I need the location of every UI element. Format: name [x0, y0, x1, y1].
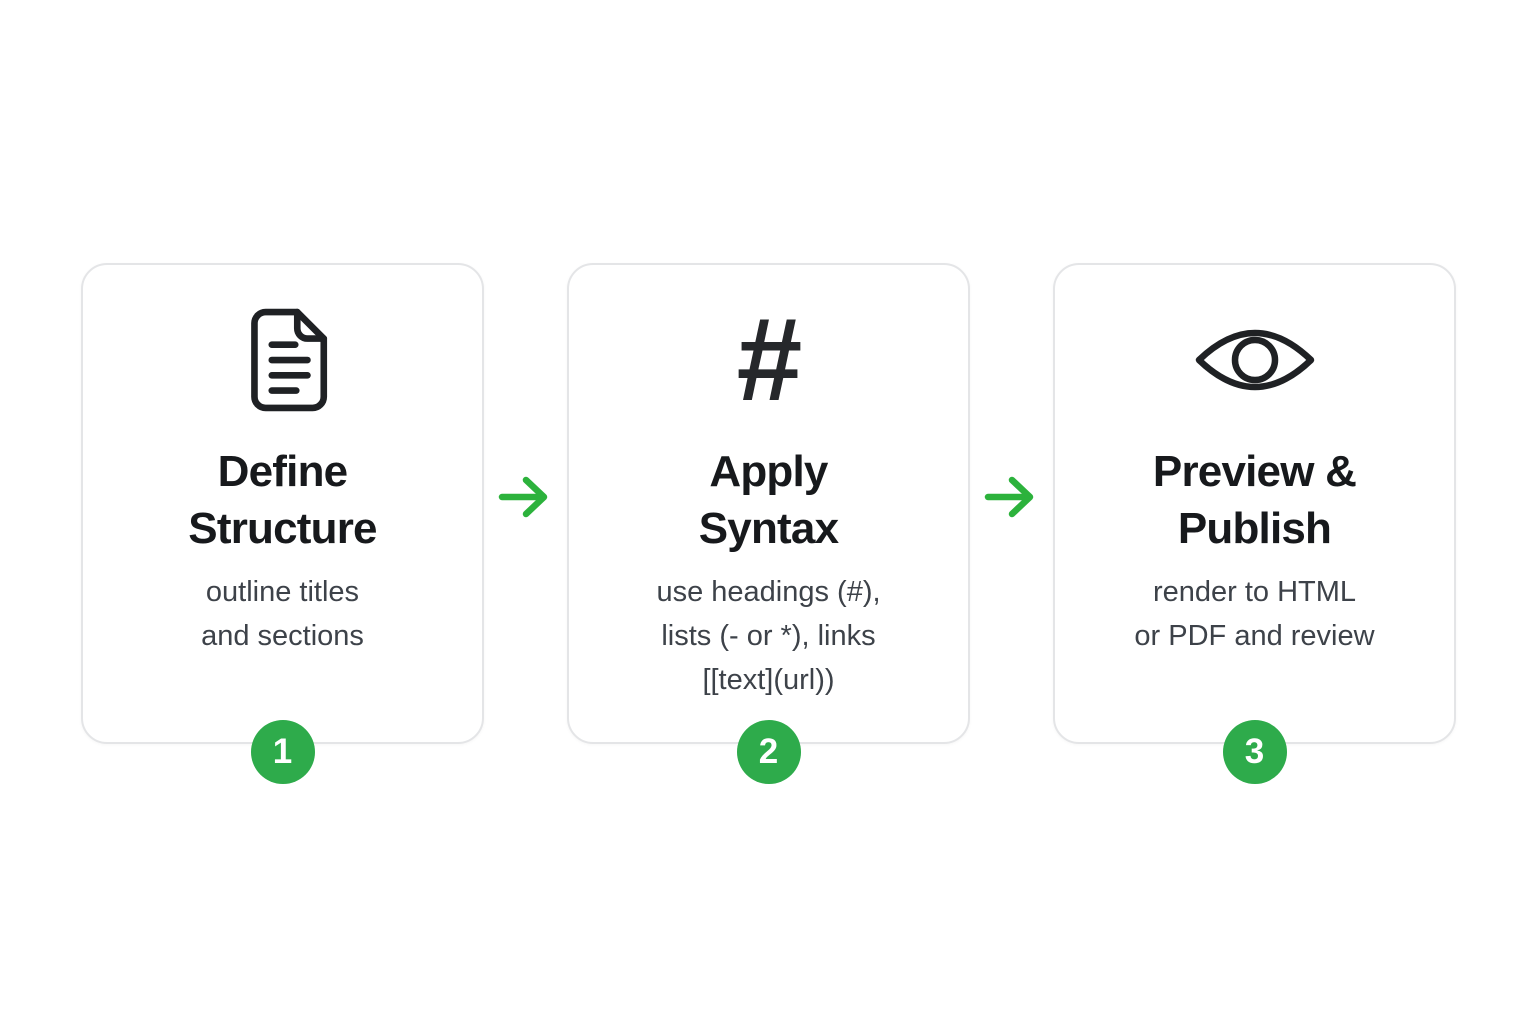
step-description-line: lists (- or *), links: [661, 620, 876, 652]
step-description: render to HTML or PDF and review: [1134, 570, 1374, 658]
step-title-line: Structure: [188, 504, 377, 553]
step-card-preview-publish: Preview & Publish render to HTML or PDF …: [1053, 263, 1456, 784]
step-card-define-structure: Define Structure outline titles and sect…: [81, 263, 484, 784]
eye-icon: [1195, 305, 1315, 415]
step-description-line: outline titles: [205, 576, 360, 608]
step-title-line: Define: [217, 447, 348, 496]
arrow-right-icon: [984, 476, 1034, 518]
hash-icon: #: [736, 294, 803, 426]
step-number-badge: 2: [736, 720, 801, 784]
step-description-line: or PDF and review: [1134, 620, 1375, 652]
step-number-badge: 1: [250, 720, 315, 784]
step-description-line: render to HTML: [1152, 576, 1357, 608]
step-title: Preview & Publish: [1152, 443, 1357, 557]
step-description-line: use headings (#),: [656, 576, 881, 608]
document-icon: [237, 305, 329, 415]
step-description-line: [[text](url)): [702, 664, 835, 696]
step-description: outline titles and sections: [201, 570, 364, 658]
step-title-line: Publish: [1177, 504, 1332, 553]
hash-glyph: #: [736, 294, 803, 426]
step-title: Define Structure: [188, 443, 377, 557]
step-title-line: Apply: [709, 447, 828, 496]
step-description: use headings (#), lists (- or *), links …: [656, 570, 880, 702]
step-title: Apply Syntax: [699, 443, 839, 557]
step-description-line: and sections: [201, 620, 364, 652]
step-number-badge: 3: [1222, 720, 1287, 784]
step-title-line: Syntax: [698, 504, 839, 553]
step-title-line: Preview &: [1152, 447, 1357, 496]
arrow-right-icon: [498, 476, 548, 518]
step-card-apply-syntax: # Apply Syntax use headings (#), lists (…: [567, 263, 970, 784]
